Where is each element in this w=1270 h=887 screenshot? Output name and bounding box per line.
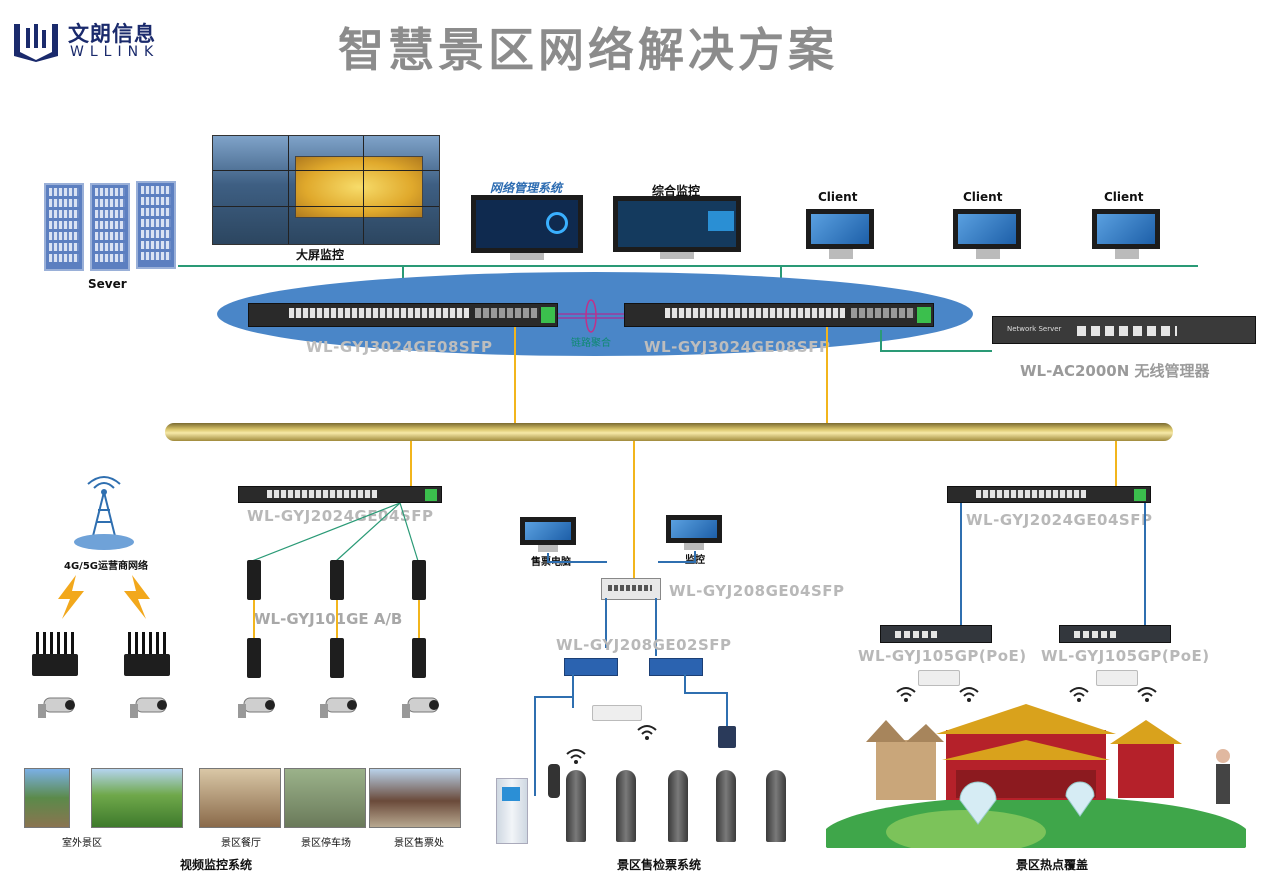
ac-device-label: Network Server (1007, 325, 1062, 333)
ticket-switch-icon (601, 578, 661, 600)
media-converter-icon (330, 560, 344, 600)
core-switch-right-model: WL-GYJ3024GE08SFP (644, 338, 831, 356)
monitor-label: 综合监控 (652, 184, 701, 198)
photo-label-3: 景区停车场 (301, 838, 351, 849)
server-rack-icon (44, 183, 84, 271)
photo-ticket-office (369, 768, 461, 828)
ticket-blue-switch-icon (649, 658, 703, 676)
lightning-icon (124, 575, 150, 619)
camera-icon (320, 697, 357, 718)
media-converter-icon (412, 560, 426, 600)
photo-restaurant (199, 768, 281, 828)
ticket-kiosk-icon (496, 778, 528, 844)
video-section-title: 视频监控系统 (180, 858, 253, 872)
cell-tower-icon (74, 476, 134, 550)
lan-line (178, 265, 1198, 267)
wifi-icon (637, 725, 657, 740)
nms-monitor-icon (471, 195, 583, 253)
link-aggregation-icon (558, 299, 624, 333)
carrier-label: 4G/5G运营商网络 (64, 561, 148, 572)
ac-model-label: WL-AC2000N 无线管理器 (1020, 362, 1210, 380)
poe-switch-icon (1059, 625, 1171, 643)
ticket-switch1-model: WL-GYJ208GE04SFP (669, 582, 845, 600)
client-monitor-icon (806, 209, 874, 249)
router-icon (124, 654, 170, 676)
photo-grassland (91, 768, 183, 828)
photo-outdoor-scenic (24, 768, 70, 828)
media-converter-icon (330, 638, 344, 678)
turnstile-gate-icon (616, 770, 636, 842)
monitoring-monitor-icon (613, 196, 741, 252)
backbone-bus (165, 423, 1173, 441)
client-monitor-icon (1092, 209, 1160, 249)
client-label-2: Client (963, 190, 1003, 204)
turnstile-gate-icon (766, 770, 786, 842)
client-label-3: Client (1104, 190, 1144, 204)
logo-chinese: 文朗信息 (68, 22, 156, 46)
monitor-pc-icon (666, 515, 722, 543)
hotspot-switch-model: WL-GYJ2024GE04SFP (966, 511, 1153, 529)
ticket-access-point-icon (592, 705, 642, 721)
media-converter-icon (247, 638, 261, 678)
video-switch-model: WL-GYJ2024GE04SFP (247, 507, 434, 525)
link-agg-label: 链路聚合 (571, 338, 611, 349)
server-label: Sever (88, 277, 127, 291)
router-icon (32, 654, 78, 676)
ticket-pc-icon (520, 517, 576, 545)
scenic-landmarks-illustration (826, 704, 1246, 848)
wifi-icon (566, 749, 586, 764)
nms-label: 网络管理系统 (490, 181, 563, 195)
server-rack-icon (90, 183, 130, 271)
media-converter-icon (247, 560, 261, 600)
photo-parking (284, 768, 366, 828)
photo-label-1: 室外景区 (62, 838, 102, 849)
photo-label-2: 景区餐厅 (221, 838, 261, 849)
core-switch-left-model: WL-GYJ3024GE08SFP (306, 338, 493, 356)
camera-icon (402, 697, 439, 718)
logo-english: WLLINK (70, 44, 160, 60)
wifi-icon (959, 687, 979, 702)
camera-icon (38, 697, 75, 718)
ac-controller-icon: Network Server (992, 316, 1256, 344)
media-converter-model: WL-GYJ101GE A/B (254, 610, 403, 628)
turnstile-gate-icon (716, 770, 736, 842)
turnstile-gate-icon (668, 770, 688, 842)
wifi-icon (1069, 687, 1089, 702)
ticket-switch2-model: WL-GYJ208GE02SFP (556, 636, 732, 654)
ticket-blue-switch-icon (564, 658, 618, 676)
server-group (44, 181, 178, 271)
core-switch-left-icon (248, 303, 558, 327)
lightning-icon (58, 575, 84, 619)
hotspot-access-point-icon (918, 670, 960, 686)
video-switch-icon (238, 486, 442, 503)
poe-model-2: WL-GYJ105GP(PoE) (1041, 647, 1210, 665)
poe-model-1: WL-GYJ105GP(PoE) (858, 647, 1027, 665)
client-label-1: Client (818, 190, 858, 204)
poe-switch-icon (880, 625, 992, 643)
video-wall-icon (212, 135, 440, 245)
media-converter-icon (412, 638, 426, 678)
card-reader-icon (718, 726, 736, 748)
page-title: 智慧景区网络解决方案 (338, 23, 838, 77)
wifi-icon (1137, 687, 1157, 702)
turnstile-gate-icon (566, 770, 586, 842)
photo-label-4: 景区售票处 (394, 838, 444, 849)
camera-icon (130, 697, 167, 718)
core-switch-right-icon (624, 303, 934, 327)
hotspot-switch-icon (947, 486, 1151, 503)
camera-icon (238, 697, 275, 718)
wifi-icon (896, 687, 916, 702)
hotspot-section-title: 景区热点覆盖 (1016, 858, 1089, 872)
server-rack-icon (136, 181, 176, 269)
hotspot-access-point-icon (1096, 670, 1138, 686)
ticket-section-title: 景区售检票系统 (617, 858, 702, 872)
client-monitor-icon (953, 209, 1021, 249)
video-wall-label: 大屏监控 (296, 248, 345, 262)
barcode-scanner-icon (548, 764, 560, 798)
wllink-logo-icon (14, 24, 58, 62)
